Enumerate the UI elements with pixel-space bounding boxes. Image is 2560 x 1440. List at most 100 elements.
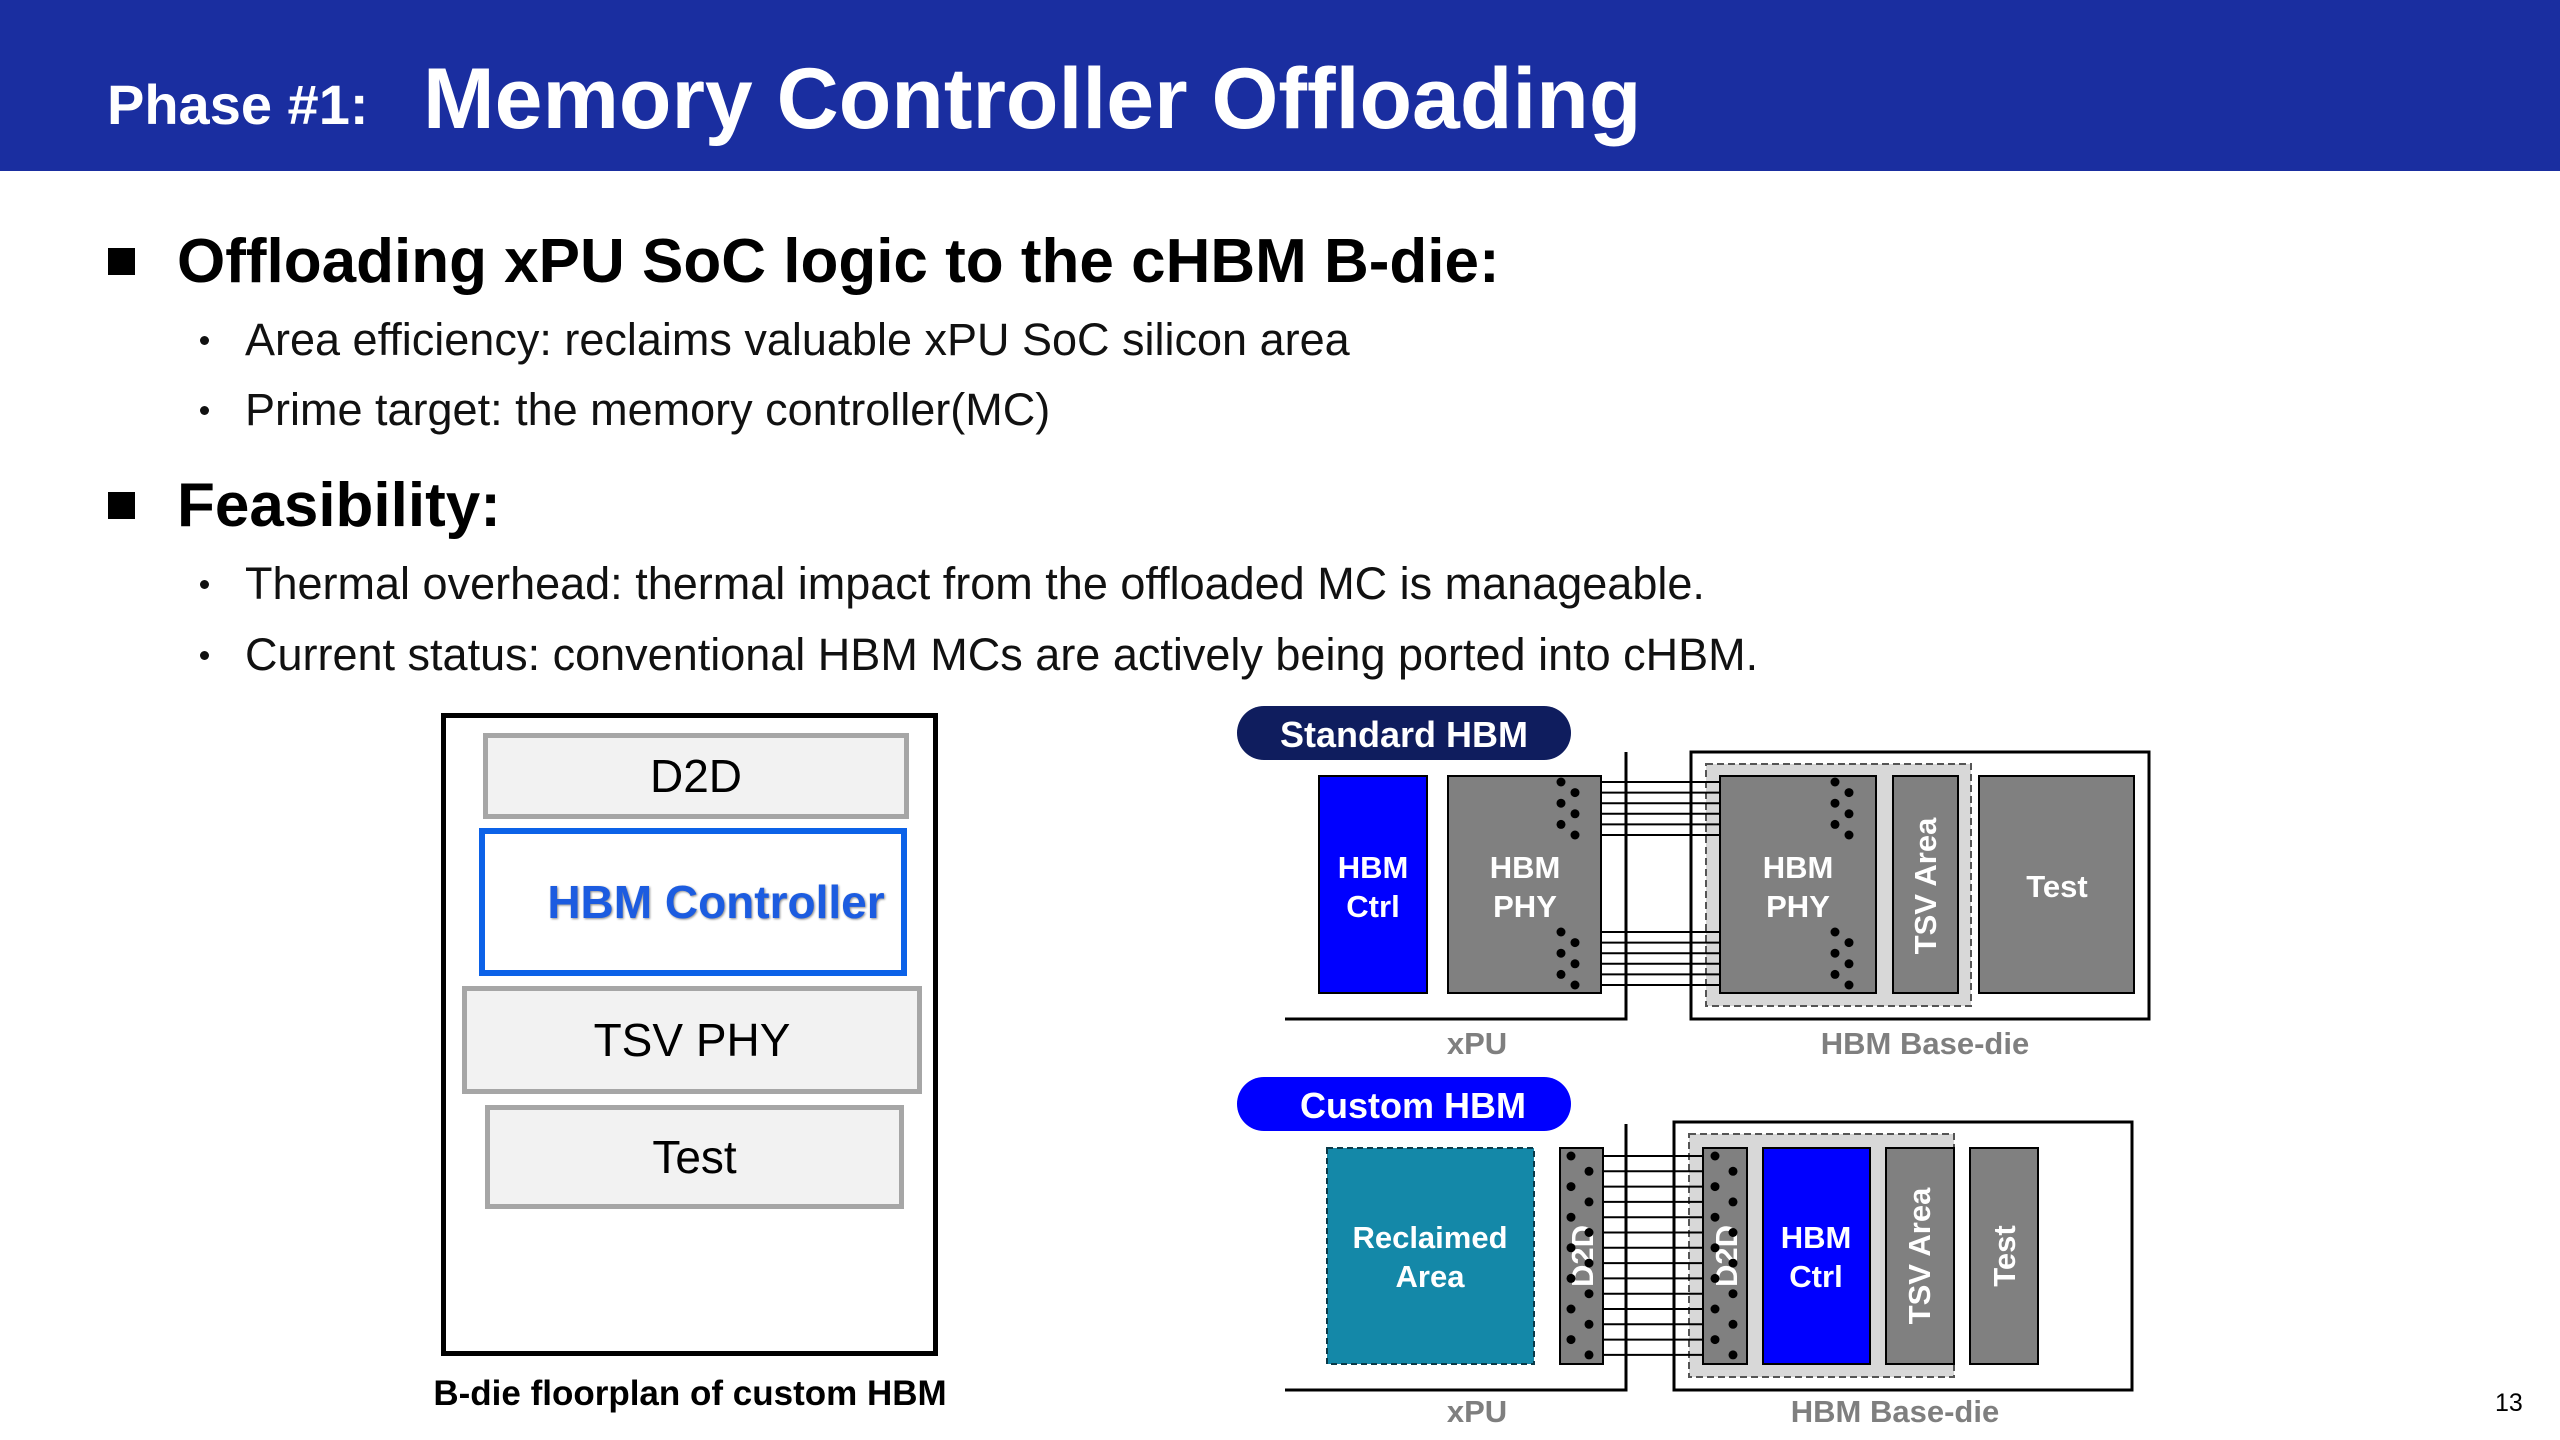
- floorplan-hbm-controller-block: HBM Controller: [479, 828, 907, 976]
- connector-dot: [1556, 819, 1566, 829]
- connector-dot: [1844, 809, 1854, 819]
- connector-dot: [1844, 959, 1854, 969]
- connector-dot: [1566, 1304, 1576, 1314]
- connector-dot: [1570, 830, 1580, 840]
- connector-dot: [1728, 1289, 1738, 1299]
- custom-xpu-reclaimed-area-label: Area: [1396, 1259, 1466, 1294]
- square-bullet-icon: [108, 492, 135, 519]
- connector-dot: [1710, 1182, 1720, 1192]
- connector-dot: [1556, 798, 1566, 808]
- section-heading-offloading: Offloading xPU SoC logic to the cHBM B-d…: [108, 226, 1500, 297]
- standard-hbm-diagram: Standard HBM HBM Ctrl HBM PHY HBM PHY TS…: [1237, 706, 2151, 1061]
- custom-base-hbm-ctrl-block: [1762, 1147, 1871, 1365]
- connector-dot: [1570, 980, 1580, 990]
- custom-base-tsv-area-block: [1885, 1147, 1955, 1365]
- connector-dot: [1584, 1228, 1594, 1237]
- bullet-dot-icon: [200, 335, 209, 345]
- connector-dot: [1844, 830, 1854, 840]
- standard-base-hbm-phy-label: PHY: [1766, 889, 1830, 924]
- custom-base-d2d-block: [1702, 1147, 1748, 1365]
- connector-dot: [1844, 980, 1854, 990]
- custom-base-die-outline: [1672, 1120, 2134, 1392]
- connector-dot: [1830, 798, 1840, 808]
- custom-hbm-label: Custom HBM: [1300, 1085, 1526, 1126]
- connector-dot: [1710, 1304, 1720, 1314]
- connector-dot: [1566, 1335, 1576, 1345]
- custom-base-hbm-ctrl-label: Ctrl: [1789, 1259, 1842, 1294]
- title-bar: Phase #1: Memory Controller Offloading: [0, 0, 2560, 171]
- connector-dot: [1830, 777, 1840, 787]
- custom-xpu-outline: [1285, 1124, 1628, 1392]
- connector-dot: [1710, 1151, 1720, 1161]
- section-heading-text: Feasibility:: [177, 471, 501, 540]
- bullet-item: Current status: conventional HBM MCs are…: [200, 629, 1758, 681]
- bullet-item: Thermal overhead: thermal impact from th…: [200, 558, 1705, 610]
- connector-dot: [1556, 927, 1566, 937]
- connector-dot: [1830, 948, 1840, 958]
- connector-dot: [1728, 1166, 1738, 1176]
- connector-dot: [1556, 948, 1566, 958]
- floorplan-caption: B-die floorplan of custom HBM: [433, 1374, 947, 1413]
- section-heading-text: Offloading xPU SoC logic to the cHBM B-d…: [177, 227, 1500, 296]
- custom-xpu-d2d-block: [1559, 1147, 1604, 1365]
- bullet-item: Prime target: the memory controller(MC): [200, 384, 1050, 436]
- standard-base-test-block: [1978, 775, 2135, 994]
- connector-dot: [1710, 1212, 1720, 1222]
- bullet-dot-icon: [200, 405, 209, 415]
- section-heading-feasibility: Feasibility:: [108, 470, 501, 541]
- title-prefix: Phase #1:: [107, 73, 369, 136]
- custom-xpu-reclaimed-area-block: [1326, 1147, 1535, 1365]
- connector-dot: [1584, 1289, 1594, 1299]
- floorplan-frame: [441, 713, 938, 1356]
- standard-base-test-label: Test: [2026, 869, 2087, 904]
- connector-dot: [1566, 1182, 1576, 1192]
- page-title: Memory Controller Offloading: [423, 51, 1642, 147]
- standard-base-hbm-phy-label: HBM: [1763, 850, 1834, 885]
- connector-dot: [1556, 777, 1566, 787]
- connector-dot: [1566, 1151, 1576, 1161]
- connector-dot: [1830, 819, 1840, 829]
- connector-dot: [1566, 1243, 1576, 1253]
- standard-xpu-hbm-ctrl-label: HBM: [1338, 850, 1409, 885]
- connector-dot: [1584, 1319, 1594, 1329]
- connector-dot: [1710, 1335, 1720, 1345]
- custom-base-die-caption: HBM Base-die: [1791, 1394, 1999, 1429]
- custom-base-test-block: [1969, 1147, 2039, 1365]
- standard-base-tsv-area-label: TSV Area: [1908, 817, 1943, 954]
- custom-base-test-label: Test: [1987, 1225, 2022, 1286]
- standard-hbm-label: Standard HBM: [1280, 714, 1528, 755]
- connector-dot: [1556, 969, 1566, 979]
- bullet-text: Thermal overhead: thermal impact from th…: [245, 558, 1705, 609]
- custom-hbm-pill: [1237, 1077, 1571, 1131]
- connector-dot: [1830, 969, 1840, 979]
- custom-xpu-caption: xPU: [1447, 1394, 1507, 1429]
- bullet-text: Area efficiency: reclaims valuable xPU S…: [245, 314, 1350, 365]
- connector-dot: [1830, 927, 1840, 937]
- standard-xpu-caption: xPU: [1447, 1026, 1507, 1061]
- standard-xpu-hbm-ctrl-label: Ctrl: [1346, 889, 1399, 924]
- custom-connector-dots: [1566, 1151, 1738, 1360]
- custom-base-tsv-area-label: TSV Area: [1902, 1187, 1937, 1324]
- connector-dot: [1728, 1228, 1738, 1237]
- bullet-text: Prime target: the memory controller(MC): [245, 384, 1051, 435]
- custom-hbm-diagram: Custom HBM Reclaimed Area D2D D2D HBM Ct…: [1237, 1077, 2134, 1429]
- standard-xpu-hbm-ctrl-block: [1318, 775, 1428, 994]
- page-number: 13: [2495, 1389, 2523, 1417]
- connector-dot: [1570, 938, 1580, 948]
- connector-dot: [1584, 1350, 1594, 1360]
- connector-dot: [1728, 1319, 1738, 1329]
- bullet-text: Current status: conventional HBM MCs are…: [245, 629, 1759, 680]
- connector-dot: [1728, 1258, 1738, 1268]
- connector-dot: [1710, 1243, 1720, 1253]
- connector-dot: [1570, 788, 1580, 798]
- floorplan-tsv-phy-block: TSV PHY: [462, 986, 922, 1094]
- connector-dot: [1844, 938, 1854, 948]
- floorplan-d2d-block: D2D: [483, 733, 909, 819]
- standard-connector-dots: [1556, 777, 1854, 990]
- custom-xpu-reclaimed-area-label: Reclaimed: [1352, 1220, 1507, 1255]
- connector-dot: [1566, 1273, 1576, 1283]
- connector-dot: [1844, 788, 1854, 798]
- connector-dot: [1566, 1212, 1576, 1222]
- standard-base-tsv-area-block: [1892, 775, 1959, 994]
